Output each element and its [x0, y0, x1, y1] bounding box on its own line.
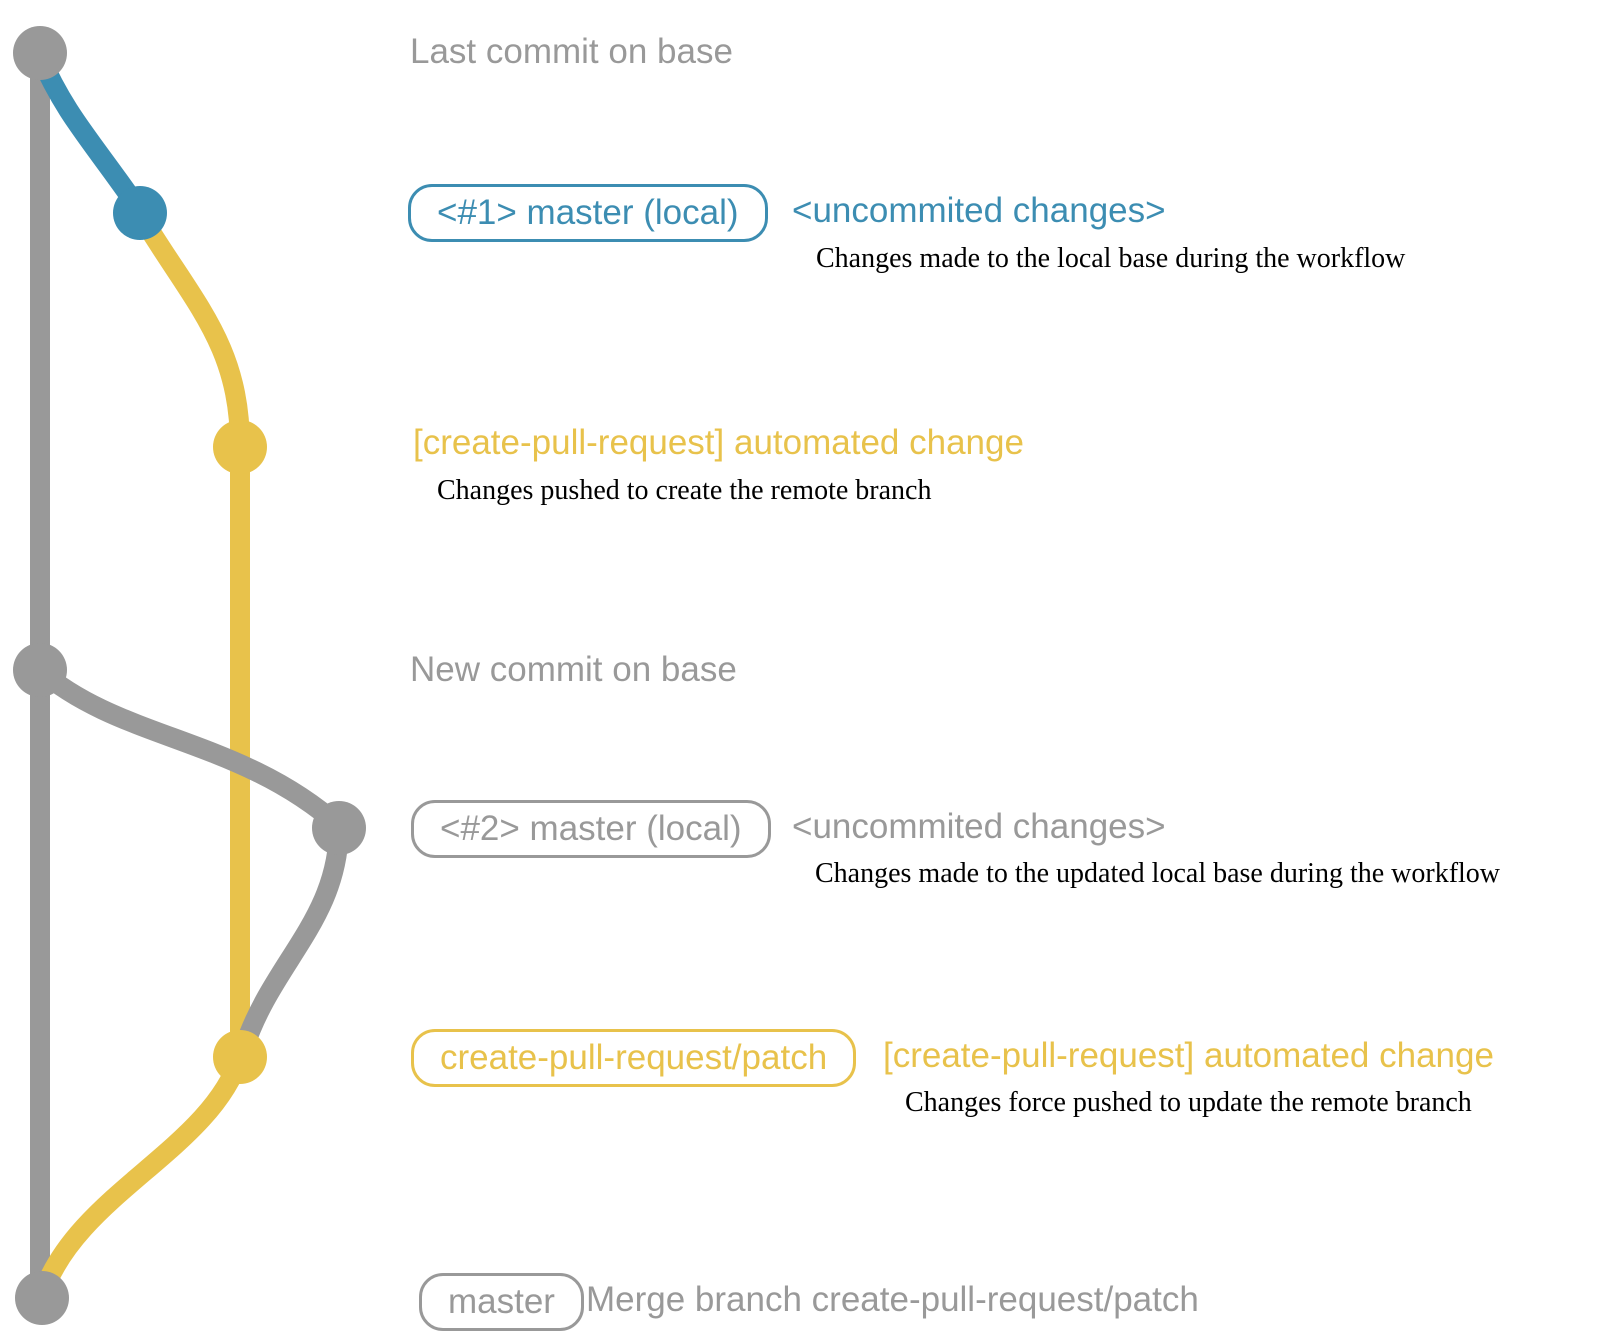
label-new-commit-on-base: New commit on base: [410, 650, 737, 689]
label-last-commit-on-base: Last commit on base: [410, 32, 733, 71]
commit-node-merge: [15, 1271, 69, 1325]
message-automated-change-2: [create-pull-request] automated change: [883, 1036, 1494, 1075]
message-uncommitted-changes-2: <uncommited changes>: [792, 807, 1166, 846]
badge-master-local-1: <#1> master (local): [408, 184, 768, 242]
caption-updated-local-base-changes: Changes made to the updated local base d…: [815, 858, 1501, 889]
commit-node-uncommitted-2: [312, 801, 366, 855]
message-merge-branch: Merge branch create-pull-request/patch: [586, 1280, 1199, 1319]
commit-node-last-base: [13, 26, 67, 80]
caption-changes-force-pushed: Changes force pushed to update the remot…: [905, 1087, 1472, 1118]
message-uncommitted-changes-1: <uncommited changes>: [792, 191, 1166, 230]
updated-local-branch-line: [30, 660, 350, 1058]
caption-changes-pushed: Changes pushed to create the remote bran…: [437, 475, 932, 506]
message-automated-change-1: [create-pull-request] automated change: [413, 423, 1024, 462]
commit-node-new-base: [13, 643, 67, 697]
caption-local-base-changes: Changes made to the local base during th…: [816, 243, 1406, 274]
pull-request-merge-line: [32, 1047, 250, 1306]
commit-node-automated-2: [213, 1030, 267, 1084]
commit-node-automated-1: [213, 420, 267, 474]
commit-node-uncommitted-1: [113, 186, 167, 240]
badge-master-local-2: <#2> master (local): [411, 800, 771, 858]
badge-master: master: [419, 1273, 584, 1331]
local-master-branch-line: [30, 46, 148, 218]
pull-request-branch-line: [131, 206, 250, 1067]
badge-create-pull-request-patch: create-pull-request/patch: [411, 1029, 857, 1087]
